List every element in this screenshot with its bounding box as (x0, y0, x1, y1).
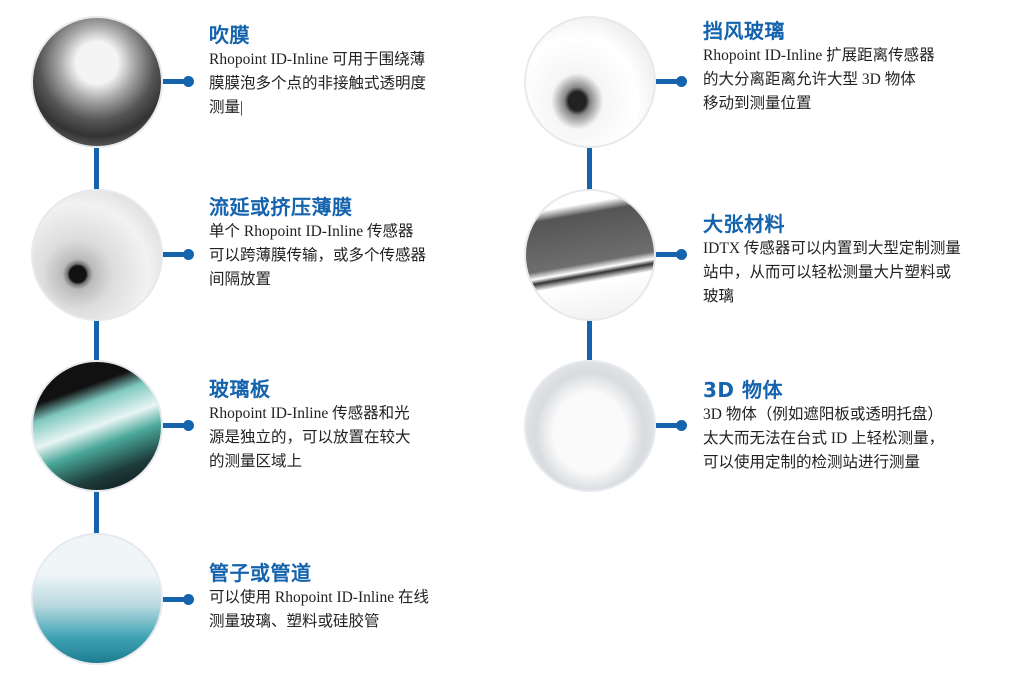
item-line: 的大分离距离允许大型 3D 物体 (703, 71, 916, 88)
item-line: Rhopoint ID-Inline 传感器和光 (209, 405, 410, 422)
item-line: 站中，从而可以轻松测量大片塑料或 (703, 264, 952, 281)
item-line: 玻璃 (703, 288, 735, 305)
item-line: 膜膜泡多个点的非接触式透明度 (209, 75, 427, 92)
connector-dot (183, 420, 194, 431)
connector-dot (676, 420, 687, 431)
item-line: Rhopoint ID-Inline 可用于围绕薄 (209, 51, 426, 68)
cast-film-image (31, 189, 163, 321)
item-line: Rhopoint ID-Inline 扩展距离传感器 (703, 47, 935, 64)
item-line: 可以使用 Rhopoint ID-Inline 在线 (209, 589, 429, 606)
connector (163, 423, 188, 428)
item-windscreen: 挡风玻璃 Rhopoint ID-Inline 扩展距离传感器 的大分离距离允许… (703, 18, 1013, 116)
item-line: 移动到测量位置 (703, 95, 812, 112)
item-title: 3D 物体 (703, 378, 783, 402)
item-title: 流延或挤压薄膜 (209, 195, 353, 219)
connector-dot (183, 594, 194, 605)
item-title: 挡风玻璃 (703, 19, 785, 43)
connector-dot (183, 249, 194, 260)
connector-dot (183, 76, 194, 87)
item-cast-film: 流延或挤压薄膜 单个 Rhopoint ID-Inline 传感器 可以跨薄膜传… (209, 194, 509, 292)
connector (656, 423, 681, 428)
item-title: 玻璃板 (209, 377, 271, 401)
item-line: 3D 物体（例如遮阳板或透明托盘） (703, 406, 943, 423)
item-line: 源是独立的，可以放置在较大 (209, 429, 411, 446)
item-line: 的测量区域上 (209, 453, 303, 470)
item-title: 吹膜 (209, 23, 250, 47)
connector (163, 252, 188, 257)
large-sheet-image (524, 189, 656, 321)
item-title: 管子或管道 (209, 561, 312, 585)
connector-dot (676, 249, 687, 260)
windscreen-car-image (524, 16, 656, 148)
item-line: 测量| (209, 99, 244, 116)
item-line: 单个 Rhopoint ID-Inline 传感器 (209, 223, 414, 240)
item-blown-film: 吹膜 Rhopoint ID-Inline 可用于围绕薄 膜膜泡多个点的非接触式… (209, 22, 509, 120)
item-title: 大张材料 (703, 212, 785, 236)
timeline-line (587, 148, 592, 190)
connector (163, 597, 188, 602)
timeline-line (94, 320, 99, 360)
connector (656, 79, 681, 84)
connector (163, 79, 188, 84)
item-line: IDTX 传感器可以内置到大型定制测量 (703, 240, 961, 257)
tubes-image (31, 533, 163, 665)
item-line: 间隔放置 (209, 271, 272, 288)
timeline-line (94, 492, 99, 534)
glass-sheet-image (31, 360, 163, 492)
timeline-line (587, 320, 592, 360)
item-line: 可以跨薄膜传输，或多个传感器 (209, 247, 427, 264)
connector-dot (676, 76, 687, 87)
item-large-sheet: 大张材料 IDTX 传感器可以内置到大型定制测量 站中，从而可以轻松测量大片塑料… (703, 211, 1013, 309)
blown-film-image (31, 16, 163, 148)
item-line: 可以使用定制的检测站进行测量 (703, 454, 921, 471)
connector (656, 252, 681, 257)
item-glass-sheet: 玻璃板 Rhopoint ID-Inline 传感器和光 源是独立的，可以放置在… (209, 376, 509, 474)
item-3d-objects: 3D 物体 3D 物体（例如遮阳板或透明托盘） 太大而无法在台式 ID 上轻松测… (703, 377, 1013, 475)
item-tubes: 管子或管道 可以使用 Rhopoint ID-Inline 在线 测量玻璃、塑料… (209, 560, 509, 634)
3d-tray-image (524, 360, 656, 492)
item-line: 测量玻璃、塑料或硅胶管 (209, 613, 380, 630)
timeline-line (94, 148, 99, 190)
item-line: 太大而无法在台式 ID 上轻松测量， (703, 430, 945, 447)
